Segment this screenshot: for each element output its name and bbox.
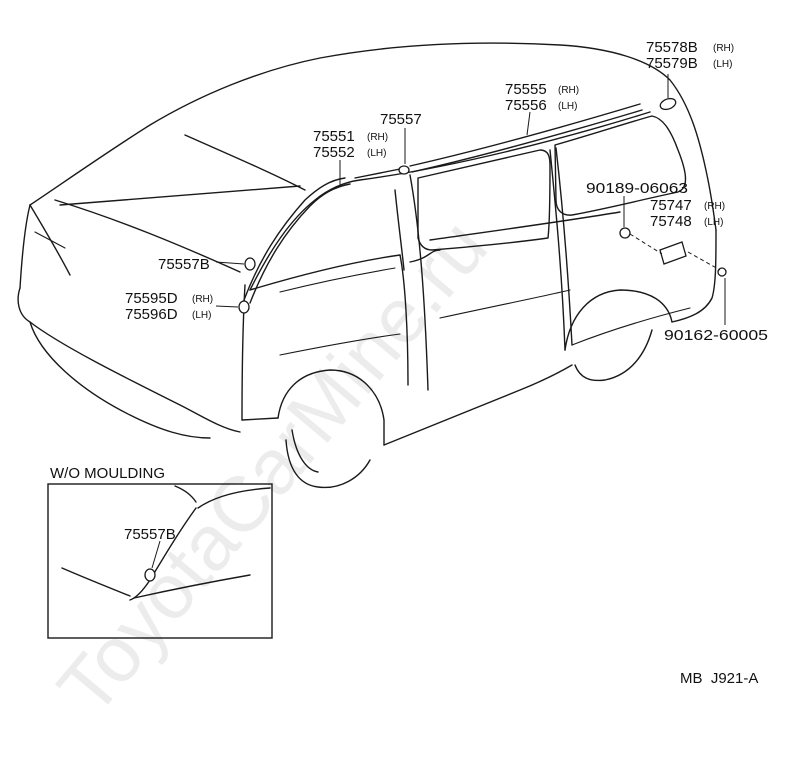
- part-number: 75557: [380, 111, 422, 128]
- callout-75747: 75747 (RH): [650, 197, 725, 214]
- leader-lines: [215, 74, 726, 325]
- part-number: 75555: [505, 81, 547, 98]
- part-number: 75747: [650, 197, 692, 214]
- callout-75552: 75552 (LH): [313, 144, 386, 161]
- callout-75596d: 75596D (LH): [125, 306, 211, 323]
- callout-75551: 75551 (RH): [313, 128, 388, 145]
- part-number: 75556: [505, 97, 547, 114]
- end-piece-75557-part: [398, 165, 410, 175]
- side-indicator: (LH): [558, 101, 577, 112]
- callout-90162-60005: 90162-60005: [664, 327, 768, 344]
- side-indicator: (RH): [558, 85, 579, 96]
- part-number: 75552: [313, 144, 355, 161]
- part-number: 75579B: [646, 55, 698, 72]
- inset-title: W/O MOULDING: [50, 465, 165, 482]
- van-body-drawing: [17, 42, 717, 489]
- clip-90189-part: [619, 227, 631, 239]
- part-number: 75578B: [646, 39, 698, 56]
- callout-75556: 75556 (LH): [505, 97, 577, 114]
- callout-75748: 75748 (LH): [650, 213, 723, 230]
- side-indicator: (RH): [367, 132, 388, 143]
- figure-code: MB J921-A: [680, 670, 758, 687]
- marker-lamp-part: [659, 97, 677, 111]
- callout-75557: 75557: [380, 111, 422, 128]
- side-indicator: (LH): [367, 148, 386, 159]
- part-number: 75557B: [158, 256, 210, 273]
- side-indicator: (LH): [192, 310, 211, 321]
- part-number: 75596D: [125, 306, 178, 323]
- part-number: 75748: [650, 213, 692, 230]
- inset-frame: [47, 483, 273, 639]
- side-marker-lamp-part: [659, 241, 687, 265]
- side-indicator: (LH): [704, 217, 723, 228]
- side-indicator: (RH): [192, 294, 213, 305]
- part-number: 90162-60005: [664, 327, 768, 344]
- callout-75557b: 75557B: [158, 256, 210, 273]
- parts: [238, 97, 727, 314]
- callout-90189-06063: 90189-06063: [586, 180, 688, 197]
- inset-clip-part: [144, 568, 156, 582]
- clip-75595d-part: [238, 300, 250, 314]
- part-number: 75551: [313, 128, 355, 145]
- side-indicator: (LH): [713, 59, 732, 70]
- side-indicator: (RH): [704, 201, 725, 212]
- part-number: 75595D: [125, 290, 178, 307]
- side-indicator: (RH): [713, 43, 734, 54]
- callout-75555: 75555 (RH): [505, 81, 579, 98]
- inset-part-number: 75557B: [124, 526, 176, 543]
- clip-75557b-part: [244, 257, 256, 271]
- callout-75578b: 75578B (RH): [646, 39, 734, 56]
- callout-75579b: 75579B (LH): [646, 55, 732, 72]
- part-number: 90189-06063: [586, 180, 688, 197]
- callout-75595d: 75595D (RH): [125, 290, 213, 307]
- inset-wo-moulding: W/O MOULDING 75557B: [47, 465, 273, 639]
